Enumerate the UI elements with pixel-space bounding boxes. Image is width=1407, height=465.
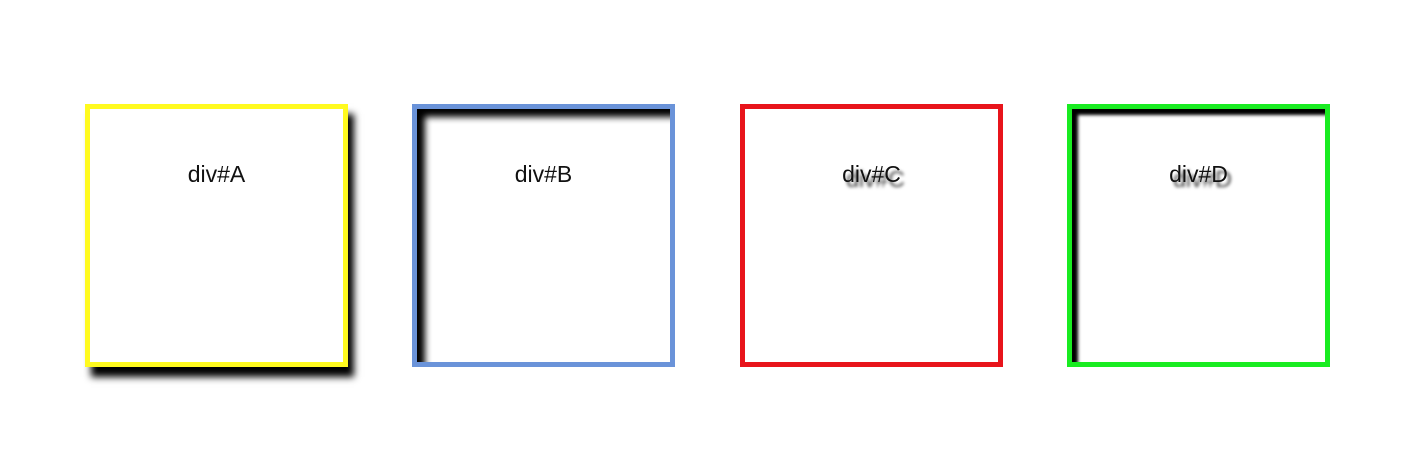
box-b-label: div#B (514, 161, 573, 187)
box-b: div#B (412, 104, 675, 367)
box-c-label: div#C (842, 161, 901, 187)
box-c: div#C (740, 104, 1003, 367)
box-d-label: div#D (1169, 161, 1228, 187)
box-a: div#A (85, 104, 348, 367)
box-a-label: div#A (187, 161, 246, 187)
box-d: div#D (1067, 104, 1330, 367)
